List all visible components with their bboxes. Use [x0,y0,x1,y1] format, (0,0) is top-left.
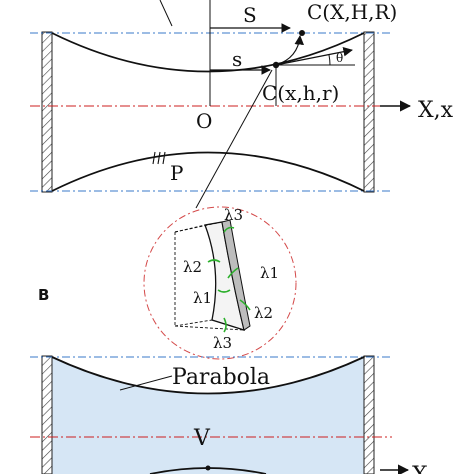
label-S-upper: S [243,3,257,27]
tangent-line [275,46,353,66]
inset-detail: λ3 λ2 λ1 λ1 λ2 λ3 [143,206,297,360]
volume-fill [52,357,364,474]
theta-arc [328,54,331,66]
left-wall-b [41,355,53,474]
lambda2-left: λ2 [183,258,202,276]
panel-b: B Parabola V X [30,286,428,474]
right-wall [363,31,375,193]
stretch-marks [207,226,251,333]
pressure-arrows [152,151,166,165]
parabola-leader [119,375,173,391]
label-axis: X,x [418,98,454,123]
bottom-point [205,465,211,471]
mapping-arrow [275,35,304,66]
panel-a: S C(X,H,R) s θ C(x,h,r) O X,x P [30,0,454,209]
point-C-upper [299,30,305,36]
parabola-curve [51,356,365,395]
lambda3-top: λ3 [224,206,243,224]
lambda1-right: λ1 [260,264,279,282]
construction-lines [174,221,245,331]
label-C-lower: C(x,h,r) [262,81,339,105]
lower-membrane-curve [51,151,365,192]
inset-circle [143,206,297,360]
right-wall-b [363,355,375,474]
lambda3-bottom: λ3 [213,334,232,352]
left-wall [41,31,53,193]
label-volume: V [193,426,211,451]
inset-leader [195,69,273,209]
lambda2-right: λ2 [254,304,273,322]
label-axis-b: X [412,463,428,474]
label-C-upper: C(X,H,R) [307,0,397,24]
leader-line-top [159,0,173,27]
label-s-lower: s [232,47,242,71]
label-pressure: P [170,161,183,185]
label-origin: O [196,109,212,133]
upper-membrane-curve [51,32,365,73]
panel-b-tag: B [38,286,49,304]
label-parabola: Parabola [172,365,270,390]
label-theta: θ [336,51,343,65]
lambda1-center: λ1 [193,289,212,307]
